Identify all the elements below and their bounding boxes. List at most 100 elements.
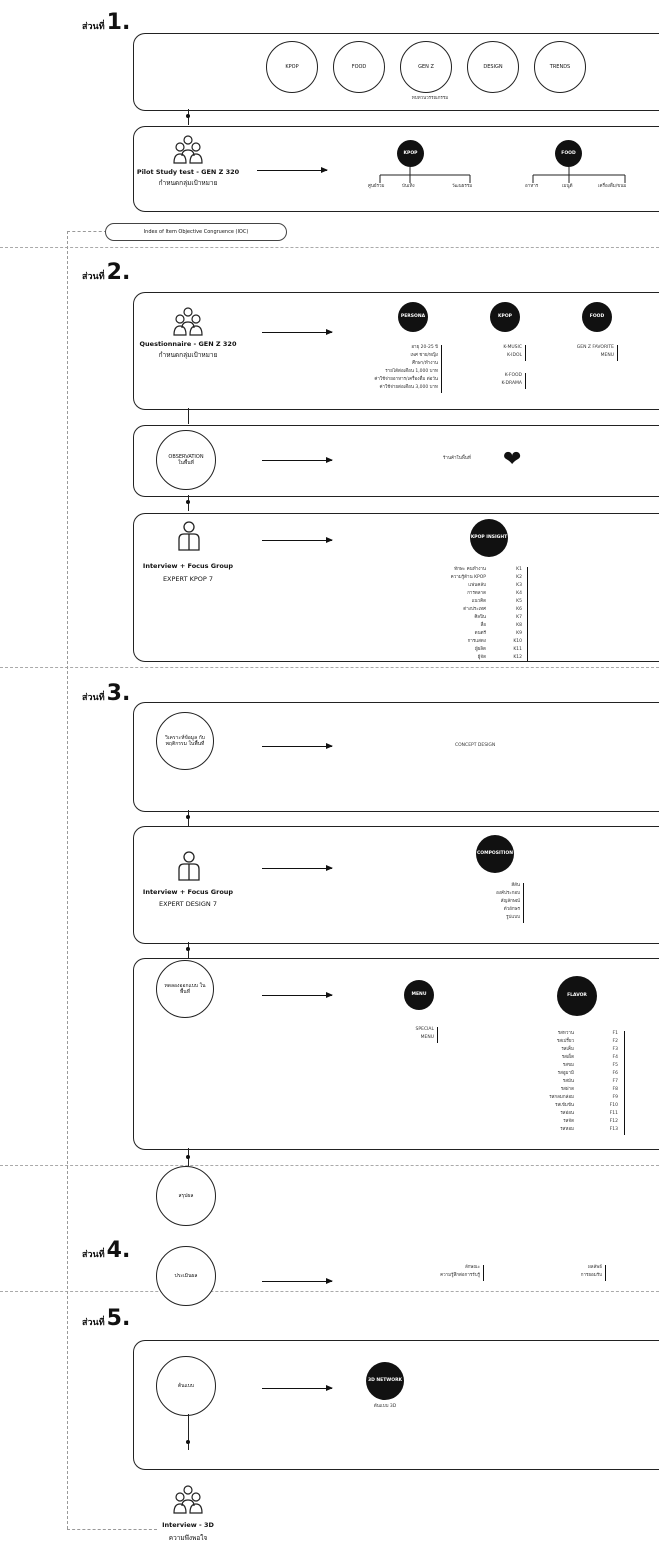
- node-label: KPOP INSIGHT: [470, 535, 508, 541]
- food-leaf: เมนูดี: [562, 184, 573, 189]
- evaluation-item: ความรู้สึกต่อการรับรู้: [440, 1273, 480, 1278]
- section-prefix: ส่วนที่: [82, 1250, 105, 1260]
- list-bar: [483, 1265, 484, 1281]
- expert-code: K8: [516, 623, 522, 628]
- connector-dot: [186, 114, 190, 118]
- circle-label: TRENDS: [549, 64, 571, 70]
- node-label: COMPOSITION: [477, 851, 513, 857]
- flow-arrow: [262, 536, 333, 543]
- expert-code: K5: [516, 599, 522, 604]
- flavor-item: รสเปรี้ยว: [556, 1039, 574, 1044]
- expert-item: ศิลปิน: [474, 615, 486, 620]
- expert-code: K7: [516, 615, 522, 620]
- final-interview-title: Interview - 3D: [162, 1521, 214, 1529]
- kpop-insight-node: KPOP INSIGHT: [470, 519, 508, 557]
- observation-subtitle: ในพื้นที่: [178, 460, 194, 466]
- composition-item: สัญลักษณ์: [500, 899, 520, 904]
- node-label: KPOP: [498, 314, 512, 320]
- section-2-interview-box: [133, 513, 659, 662]
- group-people-icon: [173, 307, 203, 336]
- expert-item: สื่อ: [480, 623, 486, 628]
- section-divider: [0, 1291, 659, 1292]
- list-bar: [523, 883, 524, 923]
- persona-item: ศึกษา/ทำงาน: [412, 361, 438, 366]
- flow-arrow: [262, 1384, 333, 1391]
- section-3-label: ส่วนที่ 3.: [82, 683, 130, 705]
- list-bar: [437, 1027, 438, 1043]
- section-number: 2.: [106, 260, 131, 285]
- menu-list: SPECIAL MENU: [398, 1026, 434, 1042]
- kpop-item: K-DRAMA: [501, 381, 522, 386]
- list-bar: [525, 373, 526, 389]
- evaluation-circle: ประเมินผล: [156, 1246, 216, 1306]
- evaluation-left-list: ลักษณะ ความรู้สึกต่อการรับรู้: [390, 1264, 480, 1280]
- analysis-label: วิเคราะห์ข้อมูล กับ พฤติกรรม ในพื้นที่: [165, 735, 205, 747]
- expert-item: การแสดง: [467, 639, 486, 644]
- flavor-item: รสจัด: [563, 1119, 574, 1124]
- section-2-questionnaire-box: [133, 292, 659, 410]
- kpop-node: KPOP: [397, 140, 424, 167]
- flavor-item: รสอ่อน: [560, 1111, 574, 1116]
- expert-item: ต่างประเทศ: [463, 607, 486, 612]
- flavor-list-left: รสหวาน รสเปรี้ยว รสเค็ม รสเผ็ด รสขม รสอู…: [490, 1030, 574, 1134]
- menu-node: MENU: [404, 980, 434, 1010]
- feedback-loop-bottom: [67, 1529, 157, 1530]
- circle-label: FOOD: [351, 64, 367, 70]
- kpop-list-b: K-FOOD K-DRAMA: [480, 372, 522, 388]
- list-bar: [525, 345, 526, 361]
- food-leaf: อาหาร: [525, 184, 539, 189]
- section-3-interview-box: [133, 826, 659, 944]
- persona-item: ค่าใช้จ่ายอาหาร/เครื่องดื่ม ต่อวัน: [374, 377, 438, 382]
- flavor-item: รสมัน: [562, 1079, 574, 1084]
- node-label: FLAVOR: [567, 993, 587, 999]
- pilot-title: Pilot Study test - GEN Z 320: [136, 168, 240, 176]
- ioc-text: Index of Item Objective Congruence (IOC): [143, 229, 249, 235]
- flow-arrow: [262, 456, 333, 463]
- section-2-label: ส่วนที่ 2.: [82, 262, 130, 284]
- expert-code: K2: [516, 575, 522, 580]
- trends-circle: TRENDS: [534, 41, 586, 93]
- kpop-leaf: ศูนย์รวม: [368, 184, 385, 189]
- persona-item: รายได้ต่อเดือน 1,000 บาท: [385, 369, 438, 374]
- expert-code: K6: [516, 607, 522, 612]
- food-list: GEN Z FAVORITE MENU: [560, 344, 614, 360]
- node-label: FOOD: [561, 150, 576, 156]
- flavor-code: F9: [612, 1095, 618, 1100]
- kpop-leaf: บันเทิง: [402, 184, 415, 189]
- expert-item: แฟนคลับ: [468, 583, 486, 588]
- flavor-item: รสกลมกล่อม: [549, 1095, 574, 1100]
- expert-item: ความรู้ด้าน KPOP: [450, 575, 486, 580]
- kpop-list-a: K-MUSIC K-IDOL: [480, 344, 522, 360]
- expert-code: K1: [516, 567, 522, 572]
- 3d-network-node: 3D NETWORK: [366, 1362, 404, 1400]
- section-prefix: ส่วนที่: [82, 693, 105, 703]
- evaluation-label: ประเมินผล: [174, 1273, 198, 1279]
- analysis-circle: วิเคราะห์ข้อมูล กับ พฤติกรรม ในพื้นที่: [156, 712, 214, 770]
- persona-node: PERSONA: [398, 302, 428, 332]
- flavor-list-right: F1 F2 F3 F4 F5 F6 F7 F8 F9 F10 F11 F12 F…: [592, 1030, 618, 1134]
- section-number: 1.: [106, 10, 131, 35]
- summary-label: สรุปผล: [178, 1193, 194, 1199]
- flavor-item: รสขม: [562, 1063, 574, 1068]
- kpop-leaf: วัฒนธรรม: [452, 184, 473, 189]
- feedback-loop-top: [67, 231, 107, 232]
- summary-circle: สรุปผล: [156, 1166, 216, 1226]
- food-leaf: เครื่องดื่ม/ขนม: [598, 184, 627, 189]
- composition-item: ตัวอักษร: [503, 907, 520, 912]
- questionnaire-title: Questionnaire - GEN Z 320: [139, 340, 237, 348]
- food-tree-lines: [532, 167, 626, 183]
- circle-label: DESIGN: [483, 64, 503, 70]
- 3d-node-subtitle: ต้นแบบ 3D: [373, 1404, 397, 1409]
- section-number: 5.: [106, 1306, 131, 1331]
- evaluation-right-list: ผลลัพธ์ การยอมรับ: [510, 1264, 602, 1280]
- node-label: FOOD: [589, 314, 605, 320]
- connector-dot: [186, 815, 190, 819]
- group-people-icon: [173, 1485, 203, 1514]
- flavor-item: รสหอม: [560, 1127, 574, 1132]
- composition-list: สีสัน องค์ประกอบ สัญลักษณ์ ตัวอักษร รูปแ…: [440, 882, 520, 922]
- food-circle: FOOD: [333, 41, 385, 93]
- evaluation-item: ลักษณะ: [464, 1265, 480, 1270]
- expert-list-left: ทักษะ คนทำงาน ความรู้ด้าน KPOP แฟนคลับ ก…: [420, 566, 486, 662]
- person-icon: [178, 521, 200, 551]
- expert-code: K10: [513, 639, 522, 644]
